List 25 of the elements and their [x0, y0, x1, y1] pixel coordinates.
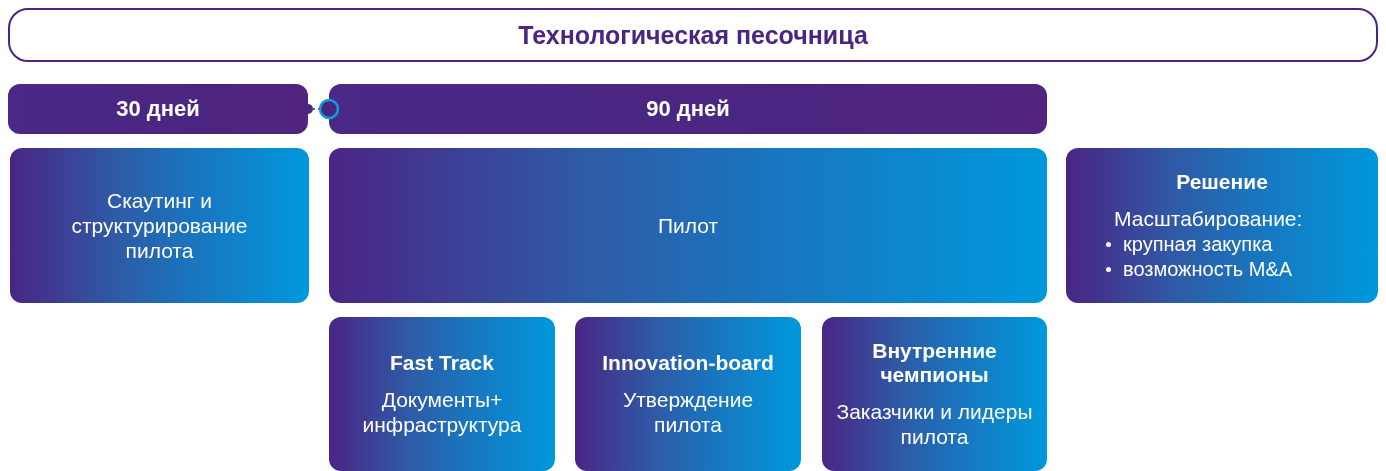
- card-text: Масштабирование:: [1114, 205, 1303, 232]
- duration-label: 90 дней: [646, 96, 730, 122]
- bullet-item: возможность M&A: [1123, 256, 1293, 282]
- feature-card: [822, 317, 1047, 471]
- card-heading: Внутренние чемпионы: [871, 339, 998, 387]
- dotted-connector: [303, 98, 340, 120]
- duration-label: 30 дней: [116, 96, 200, 122]
- banner-title: Технологическая песочница: [518, 20, 868, 50]
- feature-card: [575, 317, 801, 471]
- bullet-item: крупная закупка: [1123, 231, 1273, 257]
- stage-card: [329, 148, 1047, 303]
- feature-card: [329, 317, 555, 471]
- stage-card: [10, 148, 309, 303]
- card-text: Утверждение пилота: [621, 387, 755, 437]
- title-banner: [8, 8, 1378, 62]
- card-text: Скаутинг и структурирование пилота: [70, 188, 249, 263]
- stage-card: [1066, 148, 1378, 303]
- card-text: Документы+ инфраструктура: [361, 387, 523, 437]
- card-text: Заказчики и лидеры пилота: [835, 399, 1034, 449]
- card-heading: Innovation-board: [602, 351, 774, 375]
- duration-bar: [329, 84, 1047, 134]
- card-heading: Решение: [1176, 169, 1268, 194]
- card-text: Пилот: [657, 213, 719, 238]
- duration-bar: [8, 84, 308, 134]
- card-heading: Fast Track: [390, 351, 494, 375]
